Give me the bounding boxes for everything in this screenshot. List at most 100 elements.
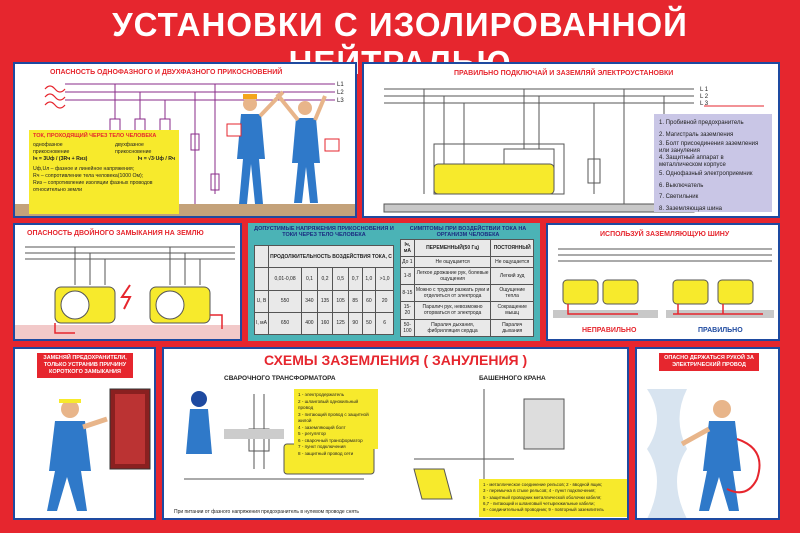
panel-ground-bus: ИСПОЛЬЗУЙ ЗАЗЕМЛЯЮЩУЮ ШИНУ НЕПРАВИЛЬНО П… — [546, 223, 780, 341]
right-label: ПРАВИЛЬНО — [698, 327, 743, 334]
formula-note: Rч – сопротивление тела человека(1000 Ом… — [33, 173, 144, 179]
table-cell: Не ощущается — [490, 256, 534, 268]
table-cell: 340 — [301, 289, 318, 313]
table-cell: 105 — [332, 289, 349, 313]
table-cell: 8-15 — [400, 284, 415, 303]
crane-caption: БАШЕННОГО КРАНА — [479, 375, 546, 382]
table-cell: 160 — [316, 311, 334, 336]
welding-caption: СВАРОЧНОГО ТРАНСФОРМАТОРА — [224, 375, 336, 382]
row-label: U, В — [254, 289, 269, 313]
table-cell: 50-100 — [400, 318, 415, 338]
legend-item: 6. Выключатель — [659, 182, 704, 189]
legend-item: 2 - шланговый однокильный провод — [298, 398, 359, 411]
wrong-label: НЕПРАВИЛЬНО — [582, 327, 637, 334]
table-cell: Паралич дыхания — [490, 318, 534, 338]
table-cell: 6 — [375, 311, 394, 336]
table-cell: 60 — [361, 289, 377, 313]
table-header: ПЕРЕМЕННЫЙ(50 Гц) — [413, 238, 492, 258]
table-cell: 400 — [301, 311, 318, 336]
wire-warning: ОПАСНО ДЕРЖАТЬСЯ РУКОЙ ЗА ЭЛЕКТРИЧЕСКИЙ … — [659, 353, 759, 371]
legend-item: 5. Однофазный электроприемник — [659, 171, 753, 177]
panel-grounding: ПРАВИЛЬНО ПОДКЛЮЧАЙ И ЗАЗЕМЛЯЙ ЭЛЕКТРОУС… — [362, 62, 780, 218]
schemes-diagram — [184, 389, 565, 500]
legend-item: 5 - регулятор — [298, 431, 326, 436]
formula-box-title: ТОК, ПРОХОДЯЩИЙ ЧЕРЕЗ ТЕЛО ЧЕЛОВЕКА — [33, 133, 157, 139]
legend-item: 7. Светильник — [659, 194, 699, 200]
legend-item: 5 - защитный проводник металлической обо… — [483, 494, 602, 500]
left-table-title: ДОПУСТИМЫЕ НАПРЯЖЕНИЯ ПРИКОСНОВЕНИЯ И ТО… — [254, 226, 394, 238]
svg-text:L2: L2 — [337, 90, 344, 96]
table-cell: Не ощущается — [413, 256, 492, 268]
table-cell: Паралич рук, невозможно оторваться от эл… — [413, 301, 492, 320]
legend-item: 3 - питающий провод с защитной жилой — [298, 411, 369, 424]
legend-item: 8. Заземляющая шина — [659, 205, 722, 212]
panel-title: ИСПОЛЬЗУЙ ЗАЗЕМЛЯЮЩУЮ ШИНУ — [600, 231, 730, 238]
legend-item: 8 - защитный провод сети — [298, 450, 354, 456]
schemes-title: СХЕМЫ ЗАЗЕМЛЕНИЯ ( ЗАНУЛЕНИЯ ) — [264, 352, 528, 368]
panel-title: ПРАВИЛЬНО ПОДКЛЮЧАЙ И ЗАЗЕМЛЯЙ ЭЛЕКТРОУС… — [454, 70, 674, 77]
panel-title: ОПАСНОСТЬ ДВОЙНОГО ЗАМЫКАНИЯ НА ЗЕМЛЮ — [27, 230, 204, 237]
table-cell: 0,1 — [301, 267, 318, 291]
wire-danger-illustration — [647, 389, 761, 518]
panel-title: ОПАСНОСТЬ ОДНОФАЗНОГО И ДВУХФАЗНОГО ПРИК… — [50, 69, 283, 76]
table-cell: Паралич дыхания, фибрилляция сердца — [413, 318, 492, 338]
duration-header: ПРОДОЛЖИТЕЛЬНОСТЬ ВОЗДЕЙСТВИЯ ТОКА, С — [267, 244, 395, 269]
double-fault-diagram — [15, 246, 240, 339]
legend-item: 1 - электродержатель — [298, 392, 345, 397]
table-cell: 1,0 — [361, 267, 377, 291]
svg-text:L 3: L 3 — [700, 101, 709, 107]
table-cell: 0,2 — [316, 267, 334, 291]
table-cell: Можно с трудом разжать руки и отделиться… — [413, 284, 492, 303]
formula-single: Iч = 3Uф / (3Rч + Rиз) — [33, 156, 88, 162]
table-cell: 125 — [332, 311, 349, 336]
right-table-title: СИМПТОМЫ ПРИ ВОЗДЕЙСТВИИ ТОКА НА ОРГАНИЗ… — [409, 226, 527, 238]
table-cell: 15-20 — [400, 301, 415, 320]
ground-bus-diagram — [553, 248, 774, 318]
table-cell: 135 — [316, 289, 334, 313]
table-cell: 1-8 — [400, 266, 415, 286]
row-label: I, мА — [254, 311, 269, 336]
panel-voltage-table: ДОПУСТИМЫЕ НАПРЯЖЕНИЯ ПРИКОСНОВЕНИЯ И ТО… — [248, 223, 540, 341]
legend-item: 2. Магистраль заземления — [659, 131, 734, 138]
formula-note: Uф,Uл – фазное и линейное напряжения; — [33, 166, 135, 172]
table-cell: 50 — [361, 311, 377, 336]
legend-item: 1 - металлическое соединение рельсов; 2 … — [483, 482, 603, 487]
table-cell: >1,0 — [375, 267, 394, 291]
worker-figures — [237, 90, 327, 204]
panel-wire-danger: ОПАСНО ДЕРЖАТЬСЯ РУКОЙ ЗА ЭЛЕКТРИЧЕСКИЙ … — [635, 347, 780, 520]
crane-legend: 1 - металлическое соединение рельсов; 2 … — [479, 479, 627, 517]
svg-text:L1: L1 — [337, 82, 344, 88]
double-contact-label: двухфазное прикосновение — [115, 142, 152, 155]
panel-double-fault: ОПАСНОСТЬ ДВОЙНОГО ЗАМЫКАНИЯ НА ЗЕМЛЮ — [13, 223, 242, 341]
svg-text:L 1: L 1 — [700, 87, 709, 93]
table-cell: 0,5 — [332, 267, 349, 291]
grounding-legend: 1. Пробивной предохранитель 2. Магистрал… — [654, 114, 772, 212]
legend-item: 1. Пробивной предохранитель — [659, 120, 744, 126]
table-cell: 85 — [347, 289, 363, 313]
fuse-worker-illustration — [47, 388, 151, 511]
table-cell: 0,01-0,08 — [267, 267, 303, 291]
table-cell: Ощущение тепла — [490, 284, 534, 303]
legend-item: 3 - перемычка в стыке рельсов; 4 - пункт… — [483, 488, 596, 494]
table-cell: До 1 — [400, 256, 415, 268]
legend-item: 8 - соединительный проводник; 9 - повтор… — [483, 507, 604, 513]
panel-fuse-replace: ЗАМЕНЯЙ ПРЕДОХРАНИТЕЛИ, ТОЛЬКО УСТРАНИВ … — [13, 347, 156, 520]
table-cell: 90 — [347, 311, 363, 336]
grounding-diagram: L 1 L 2 L 3 — [383, 87, 764, 213]
current-formula-box: ТОК, ПРОХОДЯЩИЙ ЧЕРЕЗ ТЕЛО ЧЕЛОВЕКА одно… — [29, 130, 179, 214]
formula-note: Rиз – сопротивление изоляции фазных пров… — [33, 180, 153, 193]
svg-text:L 2: L 2 — [700, 94, 709, 100]
table-cell: Легкое дрожание рук, болевые ощущения — [413, 266, 492, 286]
table-cell: Легкий зуд — [490, 266, 534, 286]
table-header: ПОСТОЯННЫЙ — [490, 238, 534, 258]
table-cell: Сокращение мышц — [490, 301, 534, 320]
table-cell: 550 — [267, 289, 303, 313]
single-contact-label: однофазное прикосновение — [33, 142, 70, 155]
panel-grounding-schemes: СХЕМЫ ЗАЗЕМЛЕНИЯ ( ЗАНУЛЕНИЯ ) СВАРОЧНОГ… — [162, 347, 629, 520]
table-cell: 650 — [267, 311, 303, 336]
table-cell: 20 — [375, 289, 394, 313]
footnote: При питании от фазного напряжения предох… — [174, 509, 359, 515]
table-header: Iч, мА — [400, 238, 415, 258]
